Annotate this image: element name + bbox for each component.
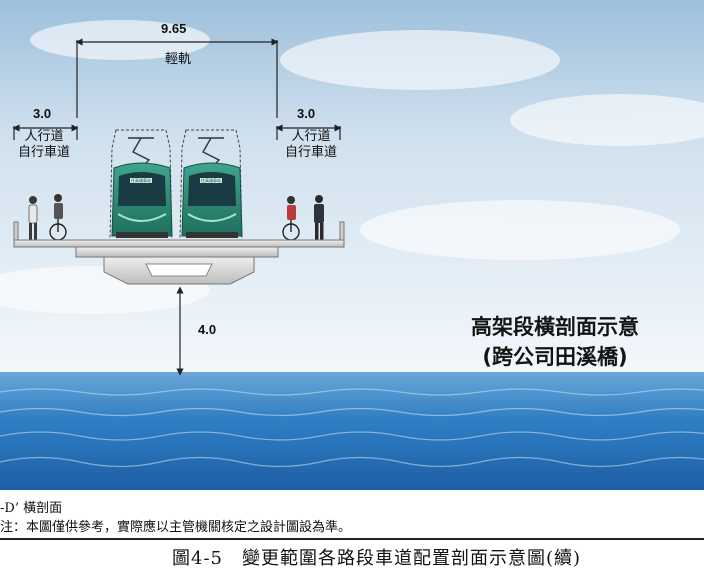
total-width-label: 9.65 (161, 21, 187, 36)
pedestrian-right (314, 195, 324, 241)
remark-note: 注：本圖僅供參考，實際應以主管機關核定之設計圖設為準。 (0, 520, 352, 535)
dimension-lines (12, 38, 342, 376)
section-title-line1: 高架段橫剖面示意 (471, 315, 639, 339)
right-sidewalk-label: 人行道 自行車道 (273, 129, 349, 161)
clearance-label: 4.0 (198, 322, 217, 337)
tram-right (181, 162, 243, 238)
right-sidewalk-line1: 人行道 (291, 129, 331, 144)
cyclist-left (49, 194, 67, 241)
section-label: -D’ 橫剖面 (0, 501, 63, 516)
waves (0, 388, 704, 468)
pedestrian-left (28, 196, 38, 240)
left-sidewalk-line2: 自行車道 (17, 145, 70, 160)
right-sidewalk-line2: 自行車道 (284, 145, 337, 160)
section-title-line2: (跨公司田溪橋) (482, 345, 628, 369)
section-title: 高架段橫剖面示意 (跨公司田溪橋) (420, 312, 690, 372)
caption-divider (0, 538, 704, 540)
light-rail-label: 輕軌 (164, 52, 191, 67)
figure-caption: 圖4-5 變更範圍各路段車道配置剖面示意圖(續) (172, 548, 582, 569)
right-width-label: 3.0 (297, 106, 316, 121)
bridge-deck (13, 221, 345, 285)
left-sidewalk-line1: 人行道 (24, 129, 64, 144)
tram-sign-right: 往高雄車站 (201, 178, 221, 183)
cross-section-scene (0, 0, 704, 490)
tram-sign-left: 往高雄車站 (131, 178, 151, 183)
left-sidewalk-label: 人行道 自行車道 (6, 129, 82, 161)
tram-left (111, 162, 173, 238)
clouds (0, 20, 704, 314)
left-width-label: 3.0 (33, 106, 52, 121)
sea-background (0, 372, 704, 490)
cyclist-right (282, 196, 300, 241)
